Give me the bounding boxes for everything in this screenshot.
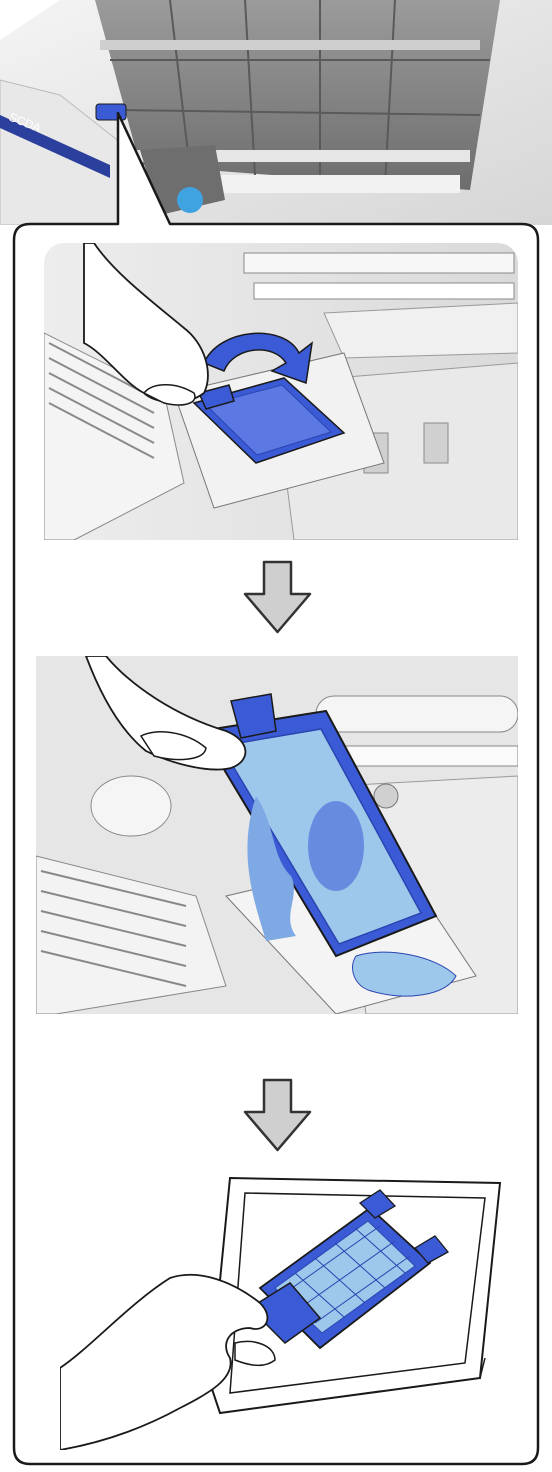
- down-arrow-icon: [240, 560, 315, 635]
- down-arrow-icon: [240, 1078, 315, 1153]
- step-3-illustration: [60, 1168, 510, 1450]
- step-1-illustration: [44, 243, 518, 540]
- step-2-illustration: [36, 656, 518, 1014]
